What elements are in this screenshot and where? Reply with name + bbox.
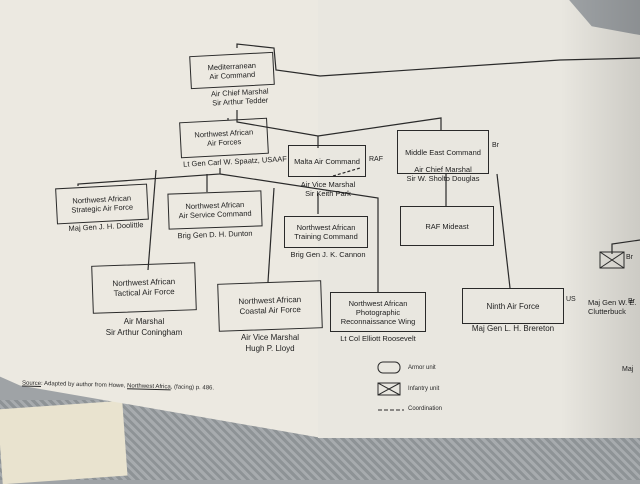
node-name: RAF Mideast xyxy=(425,221,469,231)
node-box-malta: Malta Air Command xyxy=(288,145,366,177)
legend-armor-label: Armor unit xyxy=(408,365,436,371)
node-commander: Lt Col Elliott Roosevelt xyxy=(340,334,416,343)
node-box-nwasaf: Northwest African Strategic Air Force xyxy=(55,183,149,225)
node-box-nwaasc: Northwest African Air Service Command xyxy=(167,190,263,230)
source-suffix: , (facing) p. 486. xyxy=(170,384,215,392)
node-commander: Air Vice Marshal Sir Keith Park xyxy=(300,180,356,198)
ninth-link xyxy=(496,173,511,289)
node-tag: RAF xyxy=(369,156,383,163)
node-tag: US xyxy=(566,296,576,303)
coastal-link xyxy=(267,187,275,283)
node-tag: Br xyxy=(492,142,499,149)
edge-commander: Maj Gen W. E. Clutterbuck xyxy=(588,298,637,316)
node-box-nwaprw: Northwest African Photographic Reconnais… xyxy=(330,292,426,332)
top-bus-line xyxy=(236,43,640,77)
node-name: Northwest African Training Command xyxy=(294,223,358,241)
node-commander: Brig Gen J. K. Cannon xyxy=(290,250,366,259)
node-name: Ninth Air Force xyxy=(486,301,540,311)
edge-tag: Br xyxy=(626,254,633,261)
node-name: Malta Air Command xyxy=(294,156,360,166)
node-name: Northwest African Air Forces xyxy=(194,127,254,148)
node-box-ninth: Ninth Air Force xyxy=(462,288,564,324)
page-left xyxy=(0,0,322,438)
legend-infantry-label: Infantry unit xyxy=(408,386,440,392)
infantry-unit-symbol xyxy=(377,382,401,396)
edge-infantry-symbol xyxy=(599,251,625,269)
node-name: Mediterranean Air Command xyxy=(207,60,257,81)
node-name: Northwest African Tactical Air Force xyxy=(112,276,176,299)
node-box-rafme: RAF Mideast xyxy=(400,206,494,246)
node-name: Middle East Command xyxy=(405,147,481,157)
legend-coordination-label: Coordination xyxy=(408,406,443,412)
node-box-med: Mediterranean Air Command xyxy=(189,51,275,90)
node-commander: Maj Gen L. H. Brereton xyxy=(471,324,555,333)
tactical-link xyxy=(147,169,157,271)
node-name: Northwest African Photographic Reconnais… xyxy=(340,298,416,326)
node-name: Northwest African Strategic Air Force xyxy=(71,193,134,215)
nwaaf-right-bus xyxy=(219,173,379,292)
page-shadow xyxy=(560,0,640,438)
node-name: Northwest African Air Service Command xyxy=(178,199,252,221)
node-commander: Air Vice Marshal Hugh P. Lloyd xyxy=(240,333,300,353)
node-commander: Air Chief Marshal Sir W. Sholto Douglas xyxy=(406,165,480,183)
node-box-nwataf: Northwest African Tactical Air Force xyxy=(91,262,197,314)
source-prefix: Source xyxy=(21,380,42,387)
edge-tag: Br xyxy=(628,298,635,305)
node-box-nwacaf: Northwest African Coastal Air Force xyxy=(217,280,323,332)
source-title: Northwest Africa xyxy=(126,383,171,391)
node-commander: Air Marshal Sir Arthur Coningham xyxy=(105,317,183,337)
nwaaf-left-bus xyxy=(77,168,221,186)
armor-unit-symbol xyxy=(377,361,401,374)
node-name: Northwest African Coastal Air Force xyxy=(238,294,302,317)
node-box-mec: Middle East Command xyxy=(397,130,489,174)
edge-fragment: Maj xyxy=(622,366,634,373)
node-box-nwaaf: Northwest African Air Forces xyxy=(179,117,269,159)
node-box-nwatc: Northwest African Training Command xyxy=(284,216,368,248)
